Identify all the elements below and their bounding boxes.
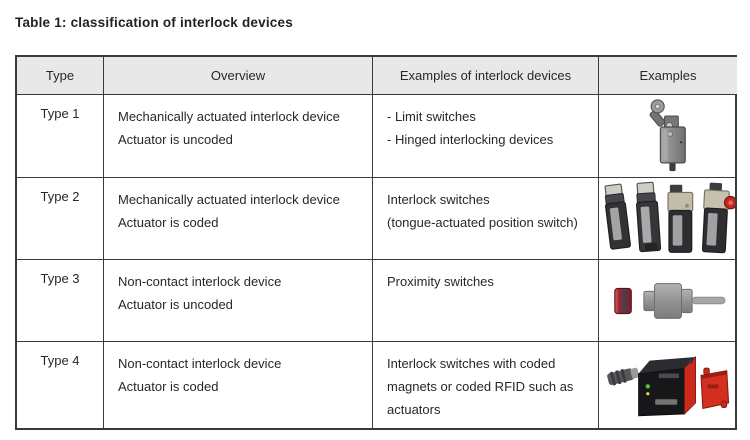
overview-line: Actuator is uncoded — [118, 297, 233, 312]
examples-image-cell — [599, 95, 737, 178]
overview-line: Non-contact interlock device — [118, 356, 282, 371]
overview-line: Mechanically actuated interlock device — [118, 109, 340, 124]
overview-cell: Non-contact interlock device Actuator is… — [104, 342, 373, 428]
examples-line: magnets or coded RFID such as — [387, 379, 574, 394]
overview-cell: Mechanically actuated interlock device A… — [104, 178, 373, 260]
type-cell: Type 2 — [17, 178, 104, 260]
header-overview: Overview — [104, 57, 373, 95]
proximity-switch-with-magnet-icon — [613, 282, 725, 319]
overview-line: Mechanically actuated interlock device — [118, 192, 340, 207]
examples-text-cell: Interlock switches with coded magnets or… — [373, 342, 599, 428]
examples-line: (tongue-actuated position switch) — [387, 215, 578, 230]
examples-image-cell — [599, 342, 737, 428]
interlock-classification-table: Type Overview Examples of interlock devi… — [15, 55, 737, 430]
overview-line: Non-contact interlock device — [118, 274, 282, 289]
header-examples: Examples — [599, 57, 737, 95]
examples-line: - Hinged interlocking devices — [387, 132, 554, 147]
examples-image-cell — [599, 260, 737, 342]
page-title: Table 1: classification of interlock dev… — [15, 15, 293, 30]
examples-line: - Limit switches — [387, 109, 476, 124]
limit-switch-with-roller-lever-icon — [649, 99, 686, 172]
type-cell: Type 3 — [17, 260, 104, 342]
examples-text-cell: Interlock switches (tongue-actuated posi… — [373, 178, 599, 260]
overview-line: Actuator is uncoded — [118, 132, 233, 147]
tongue-actuated-interlock-switches-icon — [604, 181, 735, 253]
overview-line: Actuator is coded — [118, 215, 219, 230]
type-cell: Type 4 — [17, 342, 104, 428]
examples-line: Interlock switches — [387, 192, 490, 207]
examples-text-cell: Proximity switches — [373, 260, 599, 342]
examples-line: Proximity switches — [387, 274, 494, 289]
examples-text-cell: - Limit switches - Hinged interlocking d… — [373, 95, 599, 178]
examples-line: actuators — [387, 402, 441, 417]
rfid-interlock-switch-with-coded-actuator-icon — [607, 355, 730, 417]
header-examples-of-interlock-devices: Examples of interlock devices — [373, 57, 599, 95]
examples-image-cell — [599, 178, 737, 260]
overview-cell: Mechanically actuated interlock device A… — [104, 95, 373, 178]
overview-cell: Non-contact interlock device Actuator is… — [104, 260, 373, 342]
header-type: Type — [17, 57, 104, 95]
overview-line: Actuator is coded — [118, 379, 219, 394]
type-cell: Type 1 — [17, 95, 104, 178]
examples-line: Interlock switches with coded — [387, 356, 556, 371]
